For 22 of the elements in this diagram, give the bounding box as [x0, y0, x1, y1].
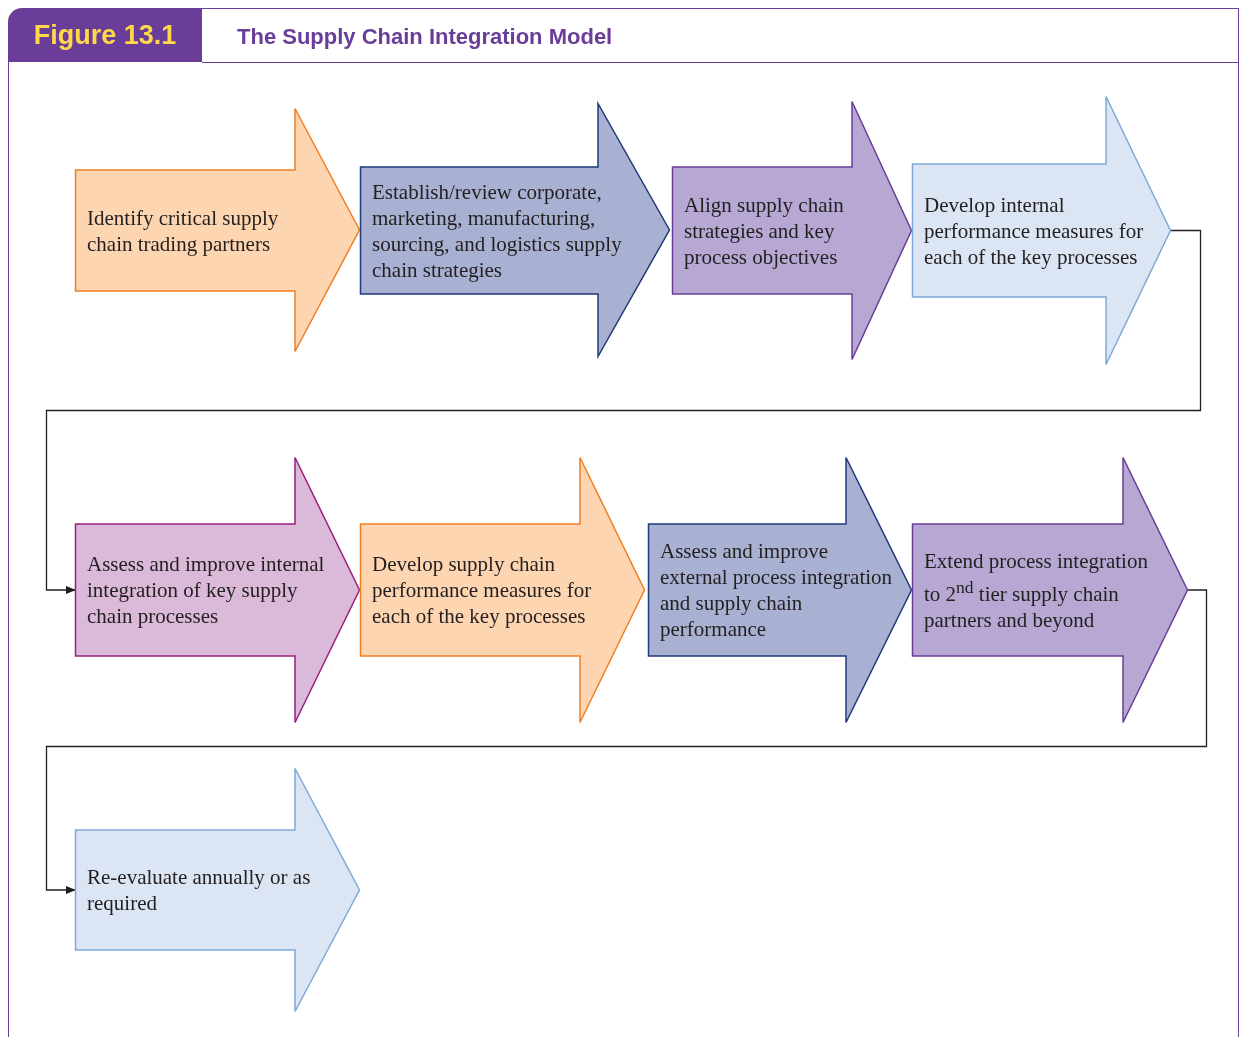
step-text: Assess and improve external process integration and supply chain performance [660, 538, 894, 642]
process-step [912, 96, 1171, 365]
process-step [648, 457, 912, 723]
figure-number: Figure 13.1 [8, 8, 202, 62]
process-step [360, 103, 670, 357]
step-text: Develop supply chain performance measures for each of the key processes [372, 551, 593, 629]
connector-arrow [45, 589, 1208, 894]
step-text: Identify critical supply chain trading partners [87, 204, 280, 257]
connector-arrow [45, 229, 1202, 594]
process-step [360, 457, 645, 723]
process-step [75, 457, 360, 723]
process-step [75, 108, 360, 352]
process-step [672, 101, 912, 360]
process-step [912, 457, 1188, 723]
step-text: Establish/review corporate, marketing, manufacturing, sourcing, and logistics supply chain strategies [372, 178, 623, 283]
process-step [75, 768, 360, 1012]
step-text: Develop internal performance measures for each of the key processes [924, 191, 1145, 270]
step-text: Align supply chain strategies and key process objectives [684, 191, 845, 270]
figure-title: The Supply Chain Integration Model [237, 24, 613, 50]
step-text: Re-evaluate annually or as required [87, 864, 312, 916]
step-text: Extend process integration to 2$^{nd}$ tier supply chain partners and beyond [924, 547, 1149, 633]
step-text: Assess and improve internal integration of key supply chain processes [87, 551, 326, 629]
